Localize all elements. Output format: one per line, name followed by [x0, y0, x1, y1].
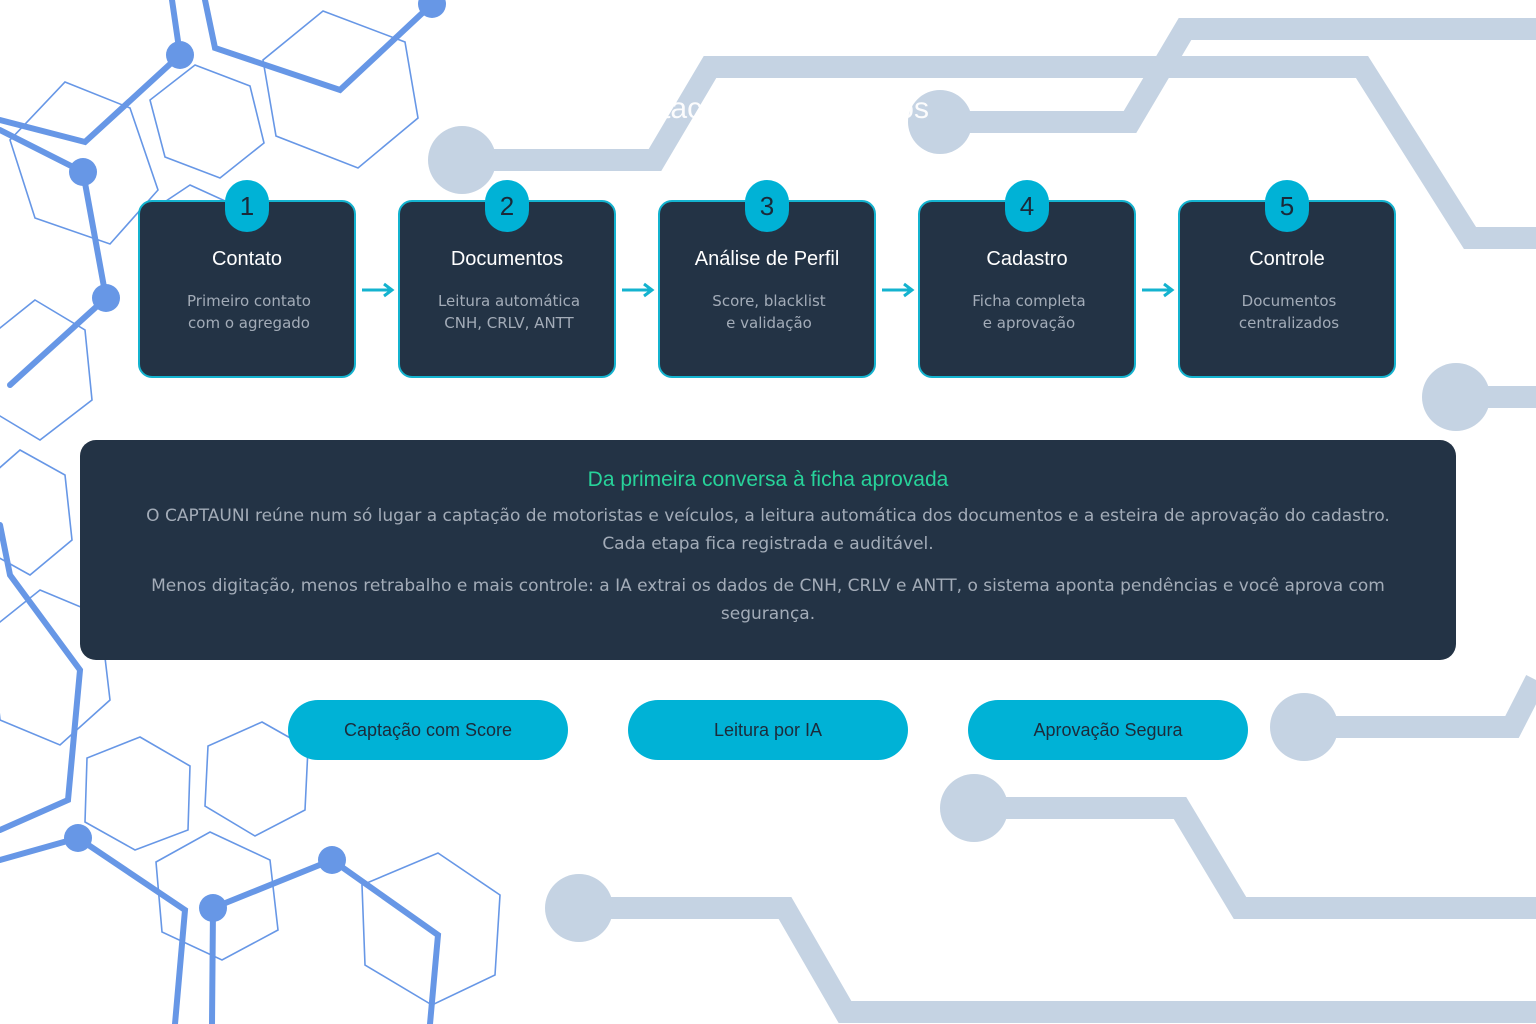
step-description-line: centralizados — [1238, 314, 1340, 332]
step-description-line: Documentos — [1241, 292, 1337, 310]
info-paragraph: Menos digitação, menos retrabalho e mais… — [151, 576, 1385, 624]
step-card-controle: 5 Controle Documentos centralizados — [1178, 180, 1396, 378]
page-title: Captação de Agregados — [607, 92, 929, 125]
step-title: Cadastro — [986, 248, 1068, 270]
step-number-badge: 5 — [1265, 180, 1309, 232]
step-description-line: CNH, CRLV, ANTT — [444, 314, 574, 332]
arrow-right-icon — [362, 282, 395, 298]
step-title: Contato — [211, 248, 283, 270]
step-description-line: Score, blacklist — [712, 292, 826, 310]
info-panel: Da primeira conversa à ficha aprovada O … — [80, 440, 1456, 660]
step-card-contato: 1 Contato Primeiro contato com o agregad… — [138, 180, 356, 378]
step-description: Primeiro contato com o agregado — [150, 290, 348, 334]
step-number-badge: 1 — [225, 180, 269, 232]
feature-pill-captacao-score[interactable]: Captação com Score — [288, 700, 568, 760]
step-description: Leitura automática CNH, CRLV, ANTT — [410, 290, 608, 334]
step-description-line: com o agregado — [188, 314, 310, 332]
info-paragraph: O CAPTAUNI reúne num só lugar a captação… — [146, 506, 1390, 554]
step-description-line: e validação — [726, 314, 812, 332]
step-description-line: Ficha completa — [972, 292, 1086, 310]
step-description: Score, blacklist e validação — [670, 290, 868, 334]
step-card-cadastro: 4 Cadastro Ficha completa e aprovação — [918, 180, 1136, 378]
step-description-line: Primeiro contato — [187, 292, 311, 310]
step-number-badge: 2 — [485, 180, 529, 232]
step-number-badge: 4 — [1005, 180, 1049, 232]
arrow-right-icon — [1142, 282, 1175, 298]
step-description-line: Leitura automática — [437, 292, 581, 310]
step-title: Análise de Perfil — [694, 248, 840, 270]
step-card-documentos: 2 Documentos Leitura automática CNH, CRL… — [398, 180, 616, 378]
feature-pill-leitura-ia[interactable]: Leitura por IA — [628, 700, 908, 760]
info-title: Da primeira conversa à ficha aprovada — [587, 468, 949, 491]
step-title: Documentos — [450, 248, 564, 270]
step-description-line: e aprovação — [982, 314, 1076, 332]
step-title: Controle — [1249, 248, 1325, 270]
step-card-analise-perfil: 3 Análise de Perfil Score, blacklist e v… — [658, 180, 876, 378]
arrow-right-icon — [882, 282, 915, 298]
feature-pill-aprovacao-segura[interactable]: Aprovação Segura — [968, 700, 1248, 760]
step-number-badge: 3 — [745, 180, 789, 232]
arrow-right-icon — [622, 282, 655, 298]
step-description: Ficha completa e aprovação — [930, 290, 1128, 334]
step-description: Documentos centralizados — [1190, 290, 1388, 334]
